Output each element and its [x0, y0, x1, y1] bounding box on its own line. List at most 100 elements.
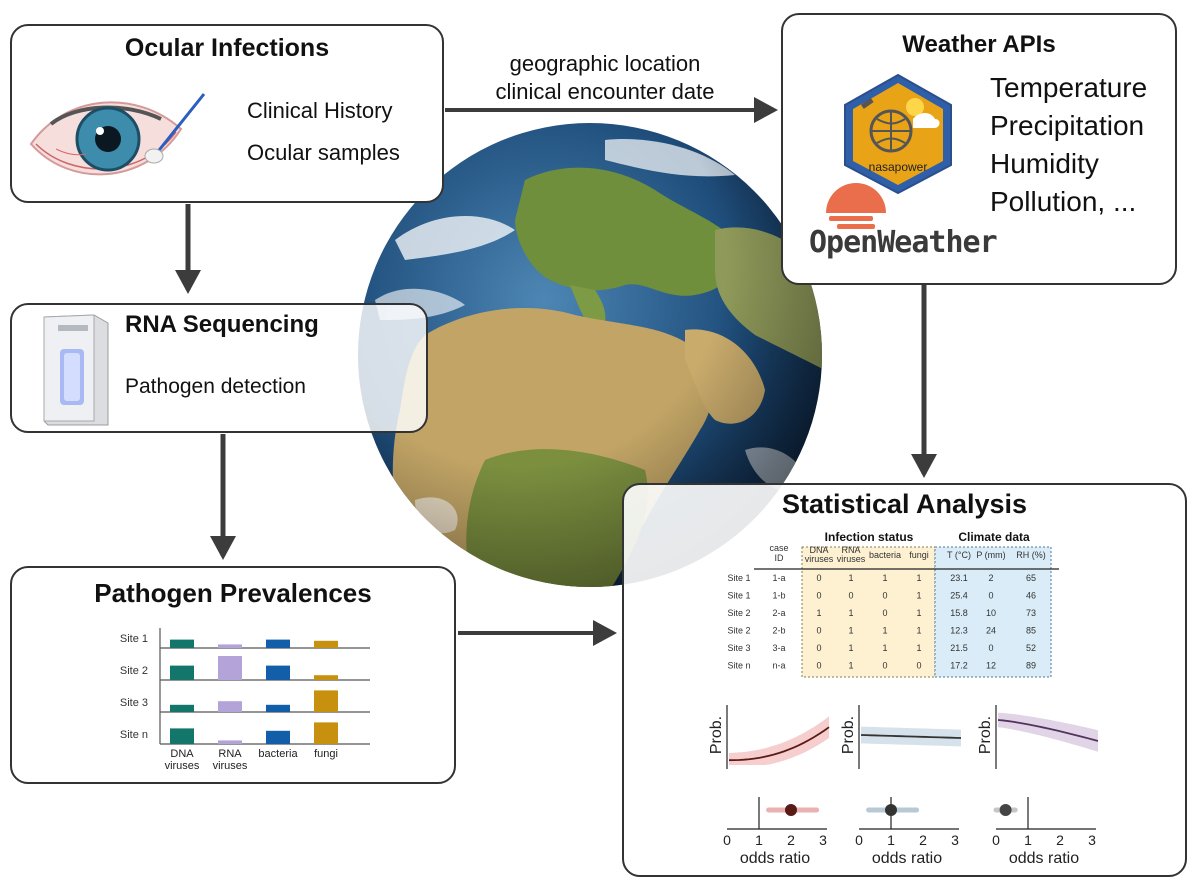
table-cell-site: Site 1	[727, 591, 750, 601]
prevalence-category-label: RNA	[218, 748, 242, 760]
table-cell-infection: 1	[848, 608, 853, 618]
column-header-climate: RH (%)	[1016, 550, 1046, 560]
weather-variables-list: Temperature Precipitation Humidity Pollu…	[990, 69, 1147, 221]
column-header-infection: RNA	[841, 545, 860, 555]
odds-estimate-point	[785, 804, 797, 816]
weather-apis-title: Weather APIs	[902, 31, 1056, 58]
table-cell-climate: 52	[1026, 643, 1036, 653]
table-cell-infection: 0	[882, 608, 887, 618]
odds-axis-label: odds ratio	[872, 850, 942, 867]
prob-axis-label: Prob.	[708, 716, 725, 754]
table-cell-climate: 15.8	[950, 608, 968, 618]
table-cell-climate: 24	[986, 626, 996, 636]
table-cell-infection: 0	[848, 591, 853, 601]
prob-confidence-band	[998, 712, 1098, 752]
prob-axis-label: Prob.	[840, 716, 857, 754]
prevalence-bar	[314, 640, 338, 648]
infection-status-panel	[801, 546, 936, 678]
prob-axis-label: Prob.	[977, 716, 994, 754]
sequencer-icon	[43, 314, 109, 426]
table-cell-infection: 1	[882, 643, 887, 653]
table-cell-infection: 0	[816, 573, 821, 583]
odds-tick-label: 1	[1024, 832, 1032, 848]
column-header-infection: viruses	[805, 554, 834, 564]
table-cell-case: 1-a	[772, 573, 785, 583]
openweather-logo-text: OpenWeather	[809, 225, 998, 260]
odds-tick-label: 2	[1056, 832, 1064, 848]
odds-estimate-point	[885, 804, 897, 816]
weather-var-humidity: Humidity	[990, 148, 1099, 179]
table-cell-infection: 0	[816, 643, 821, 653]
prevalence-bar	[314, 722, 338, 744]
link-label: geographic location clinical encounter d…	[470, 50, 740, 106]
weather-apis-box: Weather APIs nasapower OpenWeather Tempe…	[781, 13, 1177, 285]
pathogen-prevalences-title: Pathogen Prevalences	[94, 578, 372, 608]
table-cell-climate: 89	[1026, 661, 1036, 671]
column-header-case-line2: ID	[775, 553, 785, 563]
table-cell-climate: 21.5	[950, 643, 968, 653]
table-cell-infection: 1	[848, 626, 853, 636]
column-header-infection: DNA	[809, 545, 828, 555]
eye-icon	[29, 93, 206, 176]
odds-tick-label: 3	[951, 832, 959, 848]
table-cell-case: 2-b	[772, 626, 785, 636]
prevalence-bar	[218, 644, 242, 648]
table-cell-infection: 1	[916, 608, 921, 618]
rna-sequencing-title: RNA Sequencing	[125, 311, 319, 338]
prevalence-bar	[218, 701, 242, 712]
nasapower-logo: nasapower	[844, 73, 952, 195]
table-cell-climate: 10	[986, 608, 996, 618]
prevalence-bar	[170, 639, 194, 648]
prevalence-category-label: bacteria	[258, 748, 298, 760]
column-header-infection: fungi	[909, 550, 929, 560]
odds-axis-label: odds ratio	[740, 850, 810, 867]
table-cell-climate: 73	[1026, 608, 1036, 618]
table-cell-site: Site 1	[727, 573, 750, 583]
prevalence-category-label: DNA	[170, 748, 194, 760]
prevalence-bar	[314, 675, 338, 680]
prob-curve-line	[997, 719, 1099, 742]
odds-tick-label: 3	[819, 832, 827, 848]
odds-tick-label: 0	[723, 832, 731, 848]
clinical-history-label: Clinical History	[247, 98, 393, 123]
earth-globe	[358, 123, 822, 587]
prevalence-bar	[266, 639, 290, 648]
prob-confidence-band	[729, 716, 829, 765]
prob-curve-line	[728, 726, 830, 762]
column-header-climate: T (°C)	[947, 550, 971, 560]
table-cell-site: Site 2	[727, 626, 750, 636]
table-cell-infection: 1	[916, 573, 921, 583]
table-cell-infection: 1	[916, 626, 921, 636]
table-cell-infection: 1	[848, 573, 853, 583]
table-cell-infection: 1	[848, 661, 853, 671]
odds-axis-label: odds ratio	[1009, 850, 1079, 867]
prevalence-bar	[266, 704, 290, 712]
table-cell-climate: 23.1	[950, 573, 968, 583]
table-cell-case: 1-b	[772, 591, 785, 601]
weather-var-temperature: Temperature	[990, 72, 1148, 103]
table-cell-case: 3-a	[772, 643, 785, 653]
table-cell-climate: 17.2	[950, 661, 968, 671]
column-header-infection: viruses	[837, 554, 866, 564]
table-cell-climate: 12	[986, 661, 996, 671]
ocular-samples-label: Ocular samples	[247, 140, 400, 165]
table-cell-infection: 0	[816, 661, 821, 671]
table-cell-infection: 0	[816, 591, 821, 601]
weather-var-pollution: Pollution, ...	[990, 186, 1137, 217]
table-cell-case: 2-a	[772, 608, 785, 618]
prevalence-site-label: Site 1	[120, 633, 148, 645]
table-cell-climate: 46	[1026, 591, 1036, 601]
table-cell-infection: 0	[816, 626, 821, 636]
odds-tick-label: 2	[787, 832, 795, 848]
prevalence-bar	[218, 740, 242, 744]
prevalence-site-label: Site 3	[120, 697, 148, 709]
nasapower-text: nasapower	[869, 160, 928, 174]
table-cell-site: Site n	[727, 661, 750, 671]
table-cell-climate: 12.3	[950, 626, 968, 636]
table-cell-infection: 0	[882, 591, 887, 601]
